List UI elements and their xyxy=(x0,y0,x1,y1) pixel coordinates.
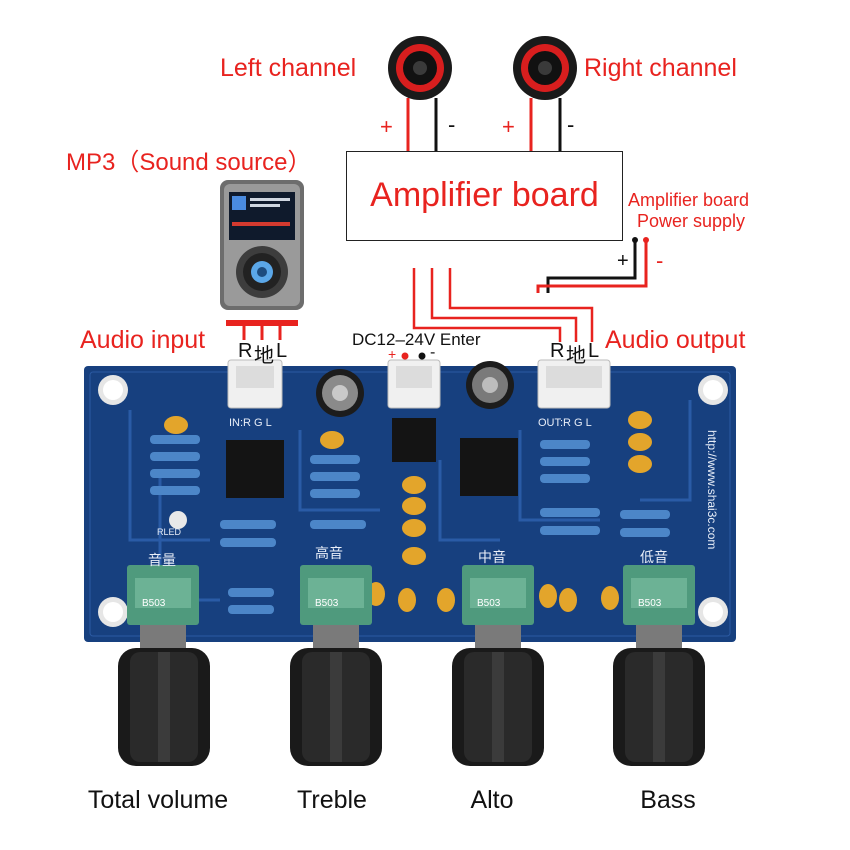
treble-knob-icon xyxy=(290,625,382,766)
knob-label-alto: Alto xyxy=(470,786,514,814)
output-r-label: R xyxy=(550,340,565,362)
board-connectors xyxy=(227,359,611,409)
volume-silkscreen: 音量 xyxy=(148,552,176,568)
pot-code-volume: B503 xyxy=(142,598,166,609)
right-channel-label: Right channel xyxy=(584,54,737,82)
power-supply-wires xyxy=(536,237,649,293)
knob-label-total-volume: Total volume xyxy=(87,786,229,814)
right-speaker-icon xyxy=(513,36,577,100)
ceramic-capacitors xyxy=(164,411,652,612)
speaker-wires xyxy=(406,98,562,151)
right-minus-marker: - xyxy=(567,112,575,137)
bass-silkscreen: 低音 xyxy=(640,549,668,565)
bass-knob-icon xyxy=(613,625,705,766)
left-channel-label: Left channel xyxy=(220,54,357,82)
sound-source-label: MP3（Sound source） xyxy=(66,149,312,176)
knob-label-bass: Bass xyxy=(640,786,696,814)
amplifier-board-box: Amplifier board xyxy=(346,151,623,241)
volume-knob-icon xyxy=(118,625,210,766)
amp-power-label-line1: Amplifier board xyxy=(628,190,750,210)
in-header-label: IN:R G L xyxy=(229,417,272,429)
dc-plus-marker: + xyxy=(388,346,397,362)
led-indicator xyxy=(169,511,187,529)
audio-input-label: Audio input xyxy=(80,326,206,354)
output-ground-label: 地 xyxy=(566,345,586,367)
op-amp-chips xyxy=(226,418,518,498)
input-l-label: L xyxy=(276,340,288,362)
treble-silkscreen: 高音 xyxy=(315,545,343,561)
out-header-label: OUT:R G L xyxy=(538,417,592,429)
power-minus-marker: - xyxy=(656,248,664,273)
mid-silkscreen: 中音 xyxy=(478,549,506,565)
amp-power-label-line2: Power supply xyxy=(637,211,746,231)
mounting-holes xyxy=(98,375,728,627)
dc-enter-label: DC12–24V Enter xyxy=(352,330,481,349)
output-l-label: L xyxy=(588,340,600,362)
left-speaker-icon xyxy=(388,36,452,100)
audio-output-wires xyxy=(412,268,594,342)
mp3-player-icon xyxy=(220,180,304,310)
left-minus-marker: - xyxy=(448,112,456,137)
electrolytic-capacitors xyxy=(316,361,514,417)
resistor-banks xyxy=(150,435,670,614)
pot-code-bass: B503 xyxy=(638,598,662,609)
right-plus-marker: + xyxy=(502,114,515,139)
amplifier-board-label: Amplifier board xyxy=(370,176,599,214)
knob-label-treble: Treble xyxy=(297,786,367,814)
pot-code-alto: B503 xyxy=(477,598,501,609)
dc-minus-marker: - xyxy=(430,344,436,361)
board-url-label: http://www.shai3c.com xyxy=(705,430,719,549)
potentiometer-bodies xyxy=(127,565,695,625)
power-plus-marker: + xyxy=(617,250,629,272)
audio-output-label: Audio output xyxy=(605,326,746,354)
input-r-label: R xyxy=(238,340,253,362)
input-ground-label: 地 xyxy=(254,345,274,367)
audio-input-connector xyxy=(226,320,298,340)
alto-knob-icon xyxy=(452,625,544,766)
pot-code-treble: B503 xyxy=(315,598,339,609)
left-plus-marker: + xyxy=(380,114,393,139)
led-silkscreen: RLED xyxy=(157,527,182,537)
